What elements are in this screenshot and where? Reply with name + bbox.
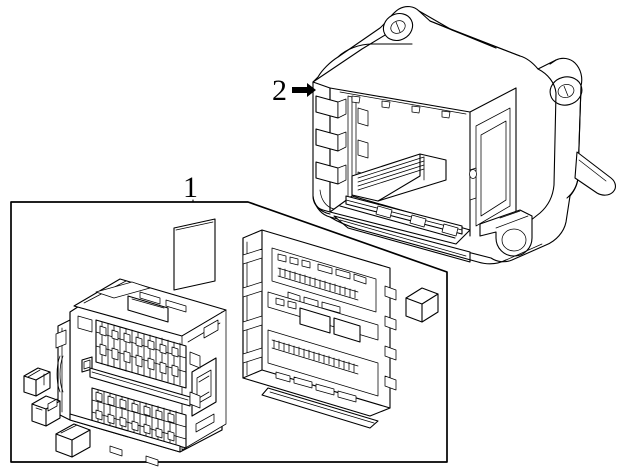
cover-label-plate: [173, 218, 216, 291]
bracket-inner-cavity: [329, 87, 517, 237]
side-fin-flange: [574, 151, 616, 196]
bracket-foot-tab: [479, 209, 533, 257]
fuse-cavity-array-lower: [91, 387, 187, 449]
callout-1-number: 1: [183, 171, 198, 204]
junction-block-terminal-field-upper: [271, 247, 377, 314]
fuse-block-top-deck: [73, 278, 227, 337]
junction-block-rear: [242, 229, 397, 429]
fuse-block-assembly-group-box: [10, 201, 448, 463]
callout-1: 1: [183, 171, 198, 204]
mounting-boss-right: [549, 76, 583, 106]
junction-block-terminal-field-lower: [267, 329, 379, 403]
relay-cube-2: [31, 395, 61, 427]
fuse-block-left-edge: [55, 319, 71, 421]
bracket-left-wall: [312, 81, 369, 215]
fuse-box-bracket: [312, 6, 616, 265]
relay-cube-3: [55, 423, 91, 458]
callout-2-arrow: [292, 83, 316, 97]
callout-2: 2: [272, 74, 316, 107]
bracket-left-wall-slots: [315, 95, 347, 185]
relay-cube-4: [405, 287, 439, 323]
relay-cube-1: [23, 367, 51, 397]
fuse-cavity-array-upper: [95, 319, 187, 389]
bracket-back-nubs: [351, 95, 451, 119]
junction-block-mid-band: [267, 291, 379, 343]
mounting-boss-upper-left: [382, 12, 414, 42]
fuse-block-front: [55, 278, 227, 467]
callout-2-number: 2: [272, 74, 287, 107]
